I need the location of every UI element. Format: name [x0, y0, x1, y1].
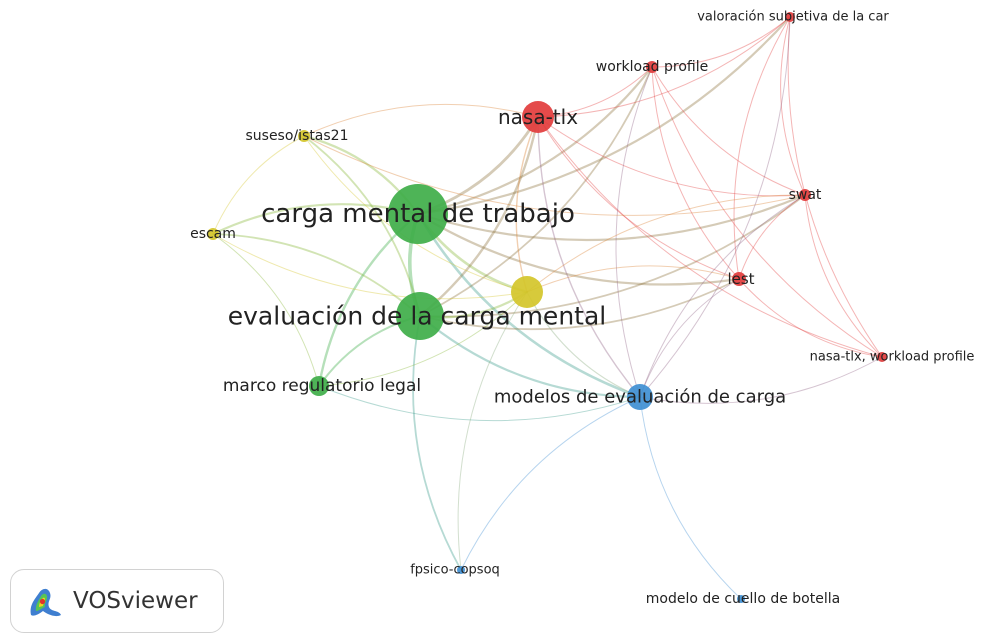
- link-n1-n13: [416, 212, 642, 399]
- node-nasa-tlx-workload-profile[interactable]: [877, 352, 887, 362]
- node-valoracion-subjetiva-de-la-car[interactable]: [785, 12, 795, 22]
- link-n2-n11: [212, 233, 421, 317]
- link-n3-n12: [318, 291, 528, 387]
- link-n8-n12: [526, 265, 740, 293]
- label-marco-regulatorio-legal: marco regulatorio legal: [223, 376, 421, 396]
- link-n2-n13: [418, 314, 642, 399]
- link-n8-n13: [639, 278, 740, 398]
- link-n10-n7: [303, 135, 806, 216]
- label-modelos-de-evaluacion-de-carga: modelos de evaluación de carga: [494, 387, 786, 408]
- link-n5-n6: [651, 16, 791, 68]
- label-carga-mental-de-trabajo: carga mental de trabajo: [261, 199, 575, 229]
- nodes-layer: [207, 12, 887, 603]
- link-n2-n10: [303, 135, 421, 317]
- link-n12-n14: [457, 291, 528, 571]
- link-n12-n13: [526, 291, 641, 398]
- node-evaluacion-de-la-carga-mental[interactable]: [396, 292, 444, 340]
- labels-layer: carga mental de trabajo evaluación de la …: [190, 10, 974, 608]
- link-n2-n7: [419, 194, 806, 318]
- node-workload-profile[interactable]: [646, 61, 658, 73]
- label-escam: escam: [190, 226, 236, 242]
- link-n4-n7: [537, 116, 806, 197]
- label-nasa-tlx-workload-profile: nasa-tlx, workload profile: [810, 350, 975, 365]
- node-modelo-de-cuello-de-botella[interactable]: [737, 595, 745, 603]
- link-n1-n6: [416, 15, 792, 216]
- link-n4-n9: [537, 116, 883, 358]
- link-n4-n12: [515, 116, 539, 293]
- node-marco-regulatorio-legal[interactable]: [309, 376, 329, 396]
- node-nasa-tlx[interactable]: [522, 101, 554, 133]
- vosviewer-heatmap-logo-icon: [30, 588, 61, 617]
- link-n11-n12: [212, 233, 528, 300]
- link-n13-n6: [639, 16, 791, 398]
- label-fpsico-copsoq: fpsico-copsoq: [410, 563, 500, 578]
- label-suseso-istas21: suseso/istas21: [245, 128, 348, 144]
- node-fpsico-copsoq[interactable]: [457, 566, 465, 574]
- link-n5-n8: [651, 66, 740, 280]
- node-unlabeled-yellow[interactable]: [511, 276, 543, 308]
- label-nasa-tlx: nasa-tlx: [498, 105, 578, 129]
- link-n3-n11: [212, 233, 320, 387]
- link-n1-n8: [416, 212, 741, 286]
- link-n3-n13: [318, 385, 641, 422]
- link-n6-n7: [780, 16, 806, 196]
- vosviewer-brand-text: VOSviewer: [73, 588, 198, 614]
- link-n5-n7: [651, 66, 806, 196]
- link-n13-n15: [639, 396, 742, 600]
- node-modelos-de-evaluacion-de-carga[interactable]: [627, 384, 653, 410]
- label-swat: swat: [789, 187, 822, 203]
- link-n6-n8: [733, 16, 791, 280]
- label-modelo-de-cuello-de-botella: modelo de cuello de botella: [646, 591, 840, 607]
- node-escam[interactable]: [207, 228, 219, 240]
- link-n5-n13: [615, 66, 653, 398]
- link-n1-n7: [416, 193, 807, 242]
- link-n13-n9: [639, 356, 883, 404]
- link-n2-n14: [412, 315, 462, 571]
- link-n4-n6: [537, 16, 791, 118]
- node-carga-mental-de-trabajo[interactable]: [388, 184, 448, 244]
- link-n7-n9: [804, 194, 883, 358]
- link-n7-n13: [639, 194, 806, 398]
- link-n5-n9: [651, 66, 883, 358]
- vosviewer-badge[interactable]: VOSviewer: [10, 569, 224, 633]
- link-n4-n13: [537, 116, 641, 398]
- link-n7-n8: [738, 194, 806, 280]
- link-n13-n14: [460, 396, 641, 571]
- link-n2-n4: [418, 115, 540, 318]
- link-n10-n11: [212, 135, 305, 235]
- link-n7-n12: [526, 194, 806, 293]
- link-n8-n9: [738, 278, 883, 358]
- label-lest: lest: [727, 270, 754, 288]
- label-evaluacion-de-la-carga-mental: evaluación de la carga mental: [228, 302, 606, 331]
- link-n2-n8: [419, 278, 740, 331]
- link-n4-n10: [303, 103, 539, 137]
- label-valoracion-subjetiva-de-la-car: valoración subjetiva de la car: [697, 10, 889, 25]
- link-n1-n5: [416, 65, 654, 216]
- link-n2-n5: [419, 66, 653, 317]
- node-swat[interactable]: [799, 189, 811, 201]
- label-workload-profile: workload profile: [596, 59, 708, 75]
- link-n4-n8: [537, 116, 740, 280]
- node-lest[interactable]: [732, 272, 746, 286]
- node-suseso-istas21[interactable]: [298, 130, 310, 142]
